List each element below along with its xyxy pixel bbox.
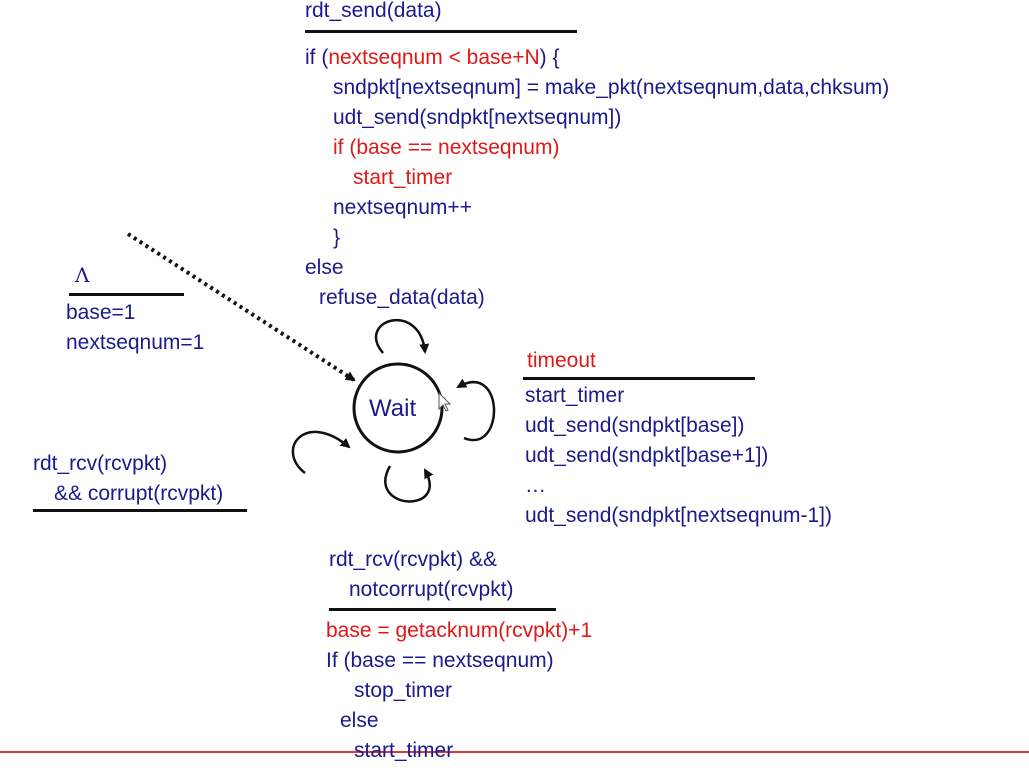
ack-event-line1: rdt_rcv(rcvpkt) && xyxy=(329,548,498,571)
timeout-action-send-base: udt_send(sndpkt[base]) xyxy=(525,414,745,437)
timeout-action-start-timer: start_timer xyxy=(525,384,625,407)
send-action-close-brace: } xyxy=(333,226,341,249)
init-action-base: base=1 xyxy=(66,301,136,324)
send-action-else: else xyxy=(305,256,344,279)
corrupt-transition-rule xyxy=(33,509,247,512)
send-action-refuse: refuse_data(data) xyxy=(319,286,485,309)
send-condition-line: if (nextseqnum < base+N) { xyxy=(305,47,559,68)
wait-state-circle xyxy=(352,362,444,454)
top-self-loop xyxy=(374,318,430,354)
send-transition-rule xyxy=(305,30,577,33)
ack-action-if: If (base == nextseqnum) xyxy=(326,649,554,672)
send-action-make-pkt: sndpkt[nextseqnum] = make_pkt(nextseqnum… xyxy=(333,76,890,99)
timeout-action-send-last: udt_send(sndpkt[nextseqnum-1]) xyxy=(525,504,833,527)
bottom-self-loop xyxy=(384,465,434,503)
timeout-action-send-base-plus-1: udt_send(sndpkt[base+1]) xyxy=(525,444,769,467)
mouse-cursor-icon xyxy=(438,391,452,412)
send-action-start-timer: start_timer xyxy=(353,166,453,189)
send-event: rdt_send(data) xyxy=(305,0,442,22)
send-if-tail: ) { xyxy=(539,46,560,69)
init-event-lambda: Λ xyxy=(75,263,90,287)
send-if-keyword: if ( xyxy=(305,46,329,69)
init-transition-rule xyxy=(69,293,184,296)
corrupt-event-line2: && corrupt(rcvpkt) xyxy=(54,482,224,505)
left-self-loop xyxy=(291,430,351,474)
ack-event-line2: notcorrupt(rcvpkt) xyxy=(349,578,514,601)
timeout-transition-rule xyxy=(523,377,755,380)
right-self-loop xyxy=(456,378,496,442)
wait-state-label: Wait xyxy=(369,395,417,422)
ack-action-start-timer: start_timer xyxy=(354,739,454,762)
send-action-increment: nextseqnum++ xyxy=(333,196,472,219)
timeout-event: timeout xyxy=(527,349,596,372)
initial-dotted-arrow xyxy=(126,232,356,382)
ack-action-set-base: base = getacknum(rcvpkt)+1 xyxy=(326,619,593,642)
corrupt-event-line1: rdt_rcv(rcvpkt) xyxy=(33,452,168,475)
send-action-if-base: if (base == nextseqnum) xyxy=(333,136,560,159)
timeout-action-ellipsis: … xyxy=(525,474,546,497)
ack-action-stop-timer: stop_timer xyxy=(354,679,453,702)
send-condition: nextseqnum < base+N xyxy=(328,46,540,69)
init-action-nextseqnum: nextseqnum=1 xyxy=(66,331,205,354)
send-action-udt-send: udt_send(sndpkt[nextseqnum]) xyxy=(333,106,622,129)
ack-transition-rule xyxy=(329,608,556,611)
ack-action-else: else xyxy=(340,709,379,732)
